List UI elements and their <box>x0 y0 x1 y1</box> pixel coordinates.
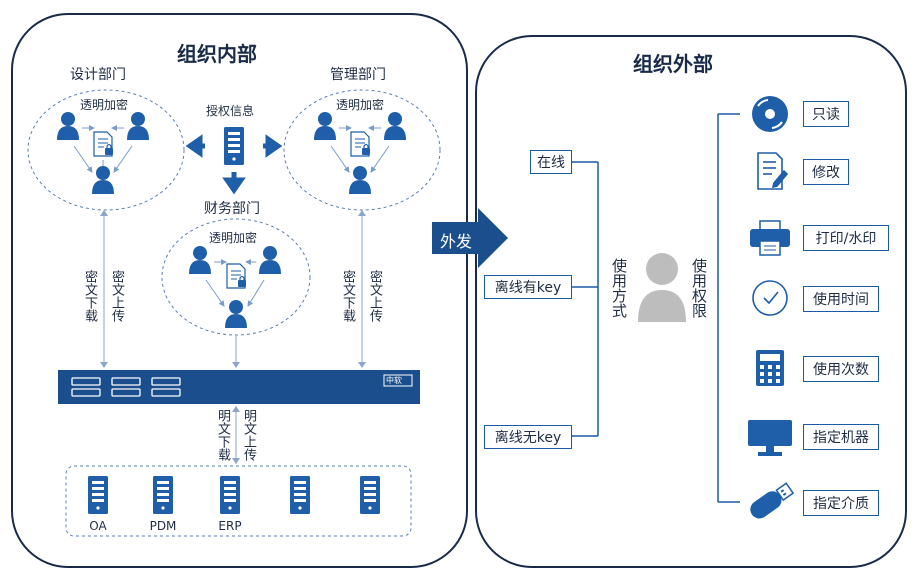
perm-edit: 修改 <box>803 159 849 185</box>
cd-icon <box>752 96 788 132</box>
transparent-enc-label: 透明加密 <box>80 98 129 112</box>
auth-info-label: 授权信息 <box>206 104 255 118</box>
perm-machine: 指定机器 <box>803 424 879 450</box>
cipher-upload-label: 密文上传 <box>367 270 382 322</box>
outside-container <box>475 35 907 568</box>
auth-server-icon <box>224 127 244 165</box>
clock-icon <box>752 280 788 316</box>
locked-document-icon <box>93 131 114 157</box>
outside-title: 组织外部 <box>633 52 713 76</box>
gateway-port-icon <box>71 377 181 397</box>
perm-media: 指定介质 <box>803 490 879 516</box>
server-icon <box>88 476 108 514</box>
server-label: PDM <box>149 519 177 533</box>
outgoing-arrow <box>432 208 508 268</box>
transparent-enc-label: 透明加密 <box>336 98 385 112</box>
cipher-download-label: 密文下载 <box>340 270 355 322</box>
server-icon <box>290 476 310 514</box>
perm-readonly: 只读 <box>803 101 849 127</box>
usb-drive-icon <box>750 482 795 519</box>
perm-label: 使用权限 <box>690 258 708 318</box>
arrow-left-icon <box>185 134 205 158</box>
server-icon <box>153 476 173 514</box>
design-dept-ellipse <box>27 89 185 211</box>
design-dept-label: 设计部门 <box>70 67 126 83</box>
plain-download-label: 明文下载 <box>215 409 230 461</box>
user-silhouette-icon <box>638 253 686 322</box>
locked-document-icon <box>226 263 247 289</box>
perm-time: 使用时间 <box>803 286 879 312</box>
monitor-icon <box>748 420 792 456</box>
server-icon <box>360 476 380 514</box>
locked-document-icon <box>350 131 371 157</box>
mode-label: 使用方式 <box>610 258 628 318</box>
edit-document-icon <box>757 152 789 190</box>
printer-icon <box>750 220 790 256</box>
arrow-right-icon <box>263 134 283 158</box>
server-label: OA <box>89 519 107 533</box>
finance-dept-ellipse <box>161 218 311 336</box>
cipher-download-label: 密文下载 <box>82 270 97 322</box>
transparent-enc-label: 透明加密 <box>209 231 258 245</box>
gateway-brand: 中软 <box>386 376 402 385</box>
mode-offline-nokey: 离线无key <box>484 425 572 449</box>
inside-title: 组织内部 <box>177 42 257 66</box>
perm-print-watermark: 打印/水印 <box>803 225 889 251</box>
server-icon <box>220 476 240 514</box>
plain-upload-label: 明文上传 <box>241 409 256 461</box>
mode-online: 在线 <box>530 150 572 174</box>
cipher-upload-label: 密文上传 <box>109 270 124 322</box>
finance-dept-label: 财务部门 <box>204 201 260 217</box>
calculator-icon <box>756 350 784 386</box>
server-label: ERP <box>218 519 242 533</box>
outgoing-label: 外发 <box>440 232 473 251</box>
arrow-down-icon <box>222 172 246 195</box>
mode-offline-key: 离线有key <box>484 275 572 299</box>
mgmt-dept-label: 管理部门 <box>330 67 386 83</box>
encryption-gateway <box>58 370 420 404</box>
perm-count: 使用次数 <box>803 356 879 382</box>
servers-box <box>65 465 412 537</box>
